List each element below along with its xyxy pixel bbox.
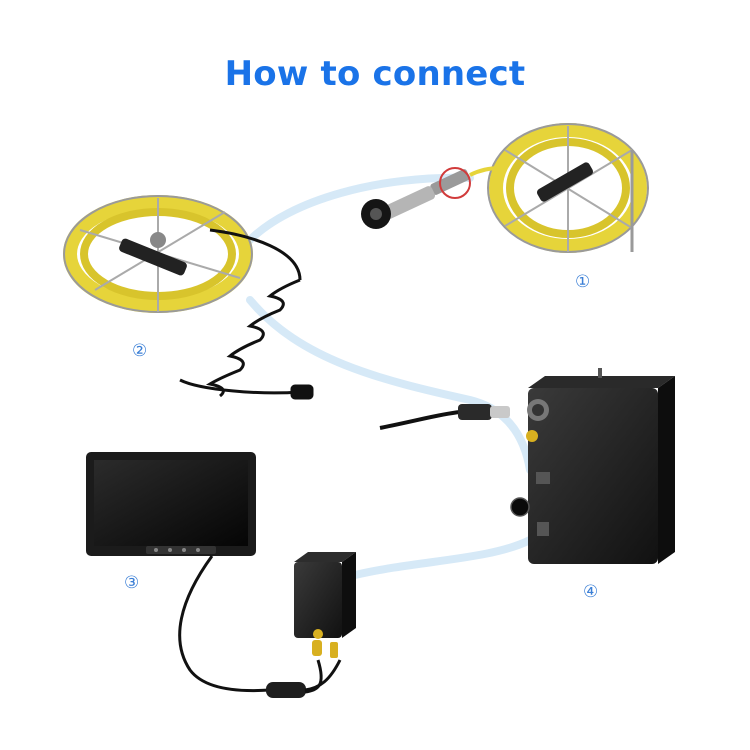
step-label-4: ④ bbox=[583, 582, 598, 602]
step-label-3: ③ bbox=[124, 573, 139, 593]
camera-head bbox=[361, 166, 501, 229]
step-label-1: ① bbox=[575, 272, 590, 292]
inline-connector bbox=[266, 659, 342, 698]
power-box bbox=[294, 552, 356, 658]
connection-path bbox=[246, 173, 534, 579]
cable-reel-2 bbox=[63, 195, 253, 313]
control-box bbox=[510, 368, 675, 564]
coiled-cable bbox=[179, 228, 314, 400]
monitor-cable bbox=[178, 555, 271, 693]
page-title: How to connect bbox=[224, 54, 526, 94]
camera-reel-1 bbox=[487, 123, 649, 253]
monitor bbox=[86, 452, 256, 556]
step-label-2: ② bbox=[132, 341, 147, 361]
control-box-cable bbox=[379, 404, 510, 430]
